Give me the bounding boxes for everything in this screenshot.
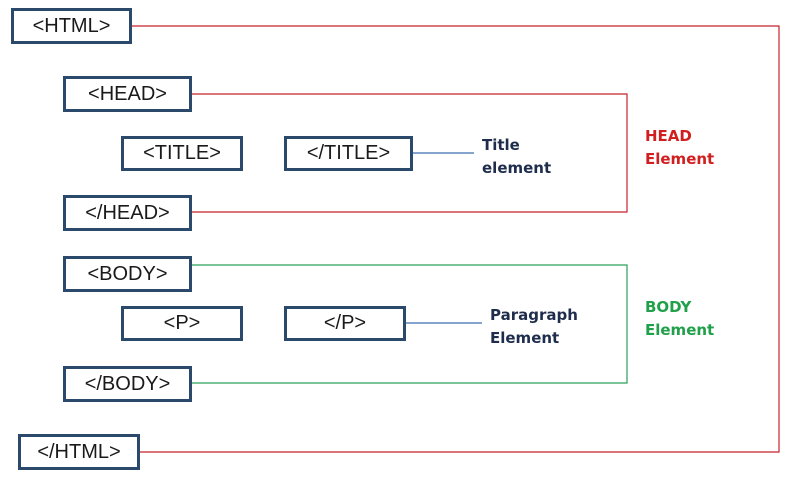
head-open-tag: <HEAD>: [63, 76, 192, 112]
p-open-tag: <P>: [121, 306, 243, 341]
head-element-label-line1: HEAD: [645, 127, 692, 145]
title-open-tag: <TITLE>: [121, 136, 243, 171]
html-open-tag: <HTML>: [11, 8, 132, 44]
html-close-tag: </HTML>: [18, 434, 140, 470]
head-element-label-line2: Element: [645, 150, 715, 168]
title-element-label: Title element: [482, 134, 551, 180]
body-open-tag: <BODY>: [63, 256, 192, 292]
paragraph-element-label: Paragraph Element: [490, 304, 578, 350]
body-element-label-line1: BODY: [645, 298, 692, 316]
body-close-tag: </BODY>: [63, 366, 192, 402]
paragraph-element-label-line2: Element: [490, 329, 560, 347]
p-close-tag: </P>: [284, 306, 406, 341]
title-element-label-line2: element: [482, 159, 552, 177]
html-bracket-line: [131, 25, 780, 453]
body-bracket-line: [191, 264, 628, 384]
title-element-label-line1: Title: [482, 136, 520, 154]
head-close-tag: </HEAD>: [63, 195, 192, 231]
title-close-tag: </TITLE>: [284, 136, 413, 171]
paragraph-element-label-line1: Paragraph: [490, 306, 578, 324]
body-element-label-line2: Element: [645, 321, 715, 339]
body-element-label: BODY Element: [645, 296, 714, 342]
head-element-label: HEAD Element: [645, 125, 714, 171]
head-bracket-line: [191, 93, 628, 213]
